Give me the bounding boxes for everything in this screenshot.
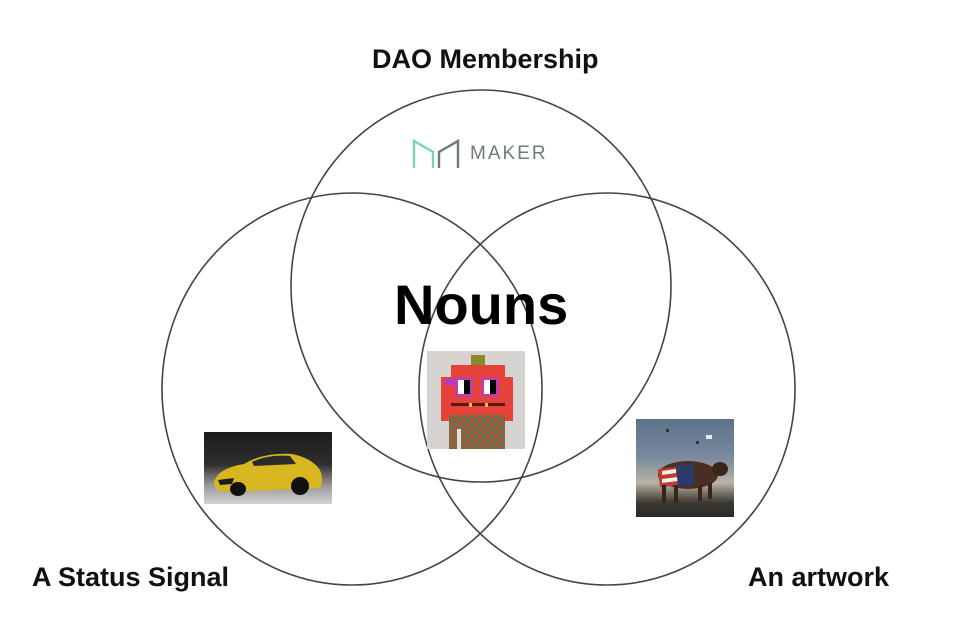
dao-membership-label: DAO Membership (372, 44, 599, 74)
sports-car-image (204, 432, 332, 504)
artwork-circle (418, 192, 796, 586)
dao-membership-circle (290, 89, 672, 483)
status-signal-circle (161, 192, 543, 586)
nouns-title: Nouns (394, 273, 569, 336)
bull-artwork-image (636, 419, 734, 517)
maker-m-icon (412, 138, 460, 168)
maker-text: MAKER (470, 143, 548, 164)
noun-pixel-avatar-image (427, 351, 525, 449)
status-signal-label: A Status Signal (32, 562, 230, 592)
artwork-label: An artwork (748, 562, 890, 592)
maker-logo: MAKER (412, 138, 548, 170)
